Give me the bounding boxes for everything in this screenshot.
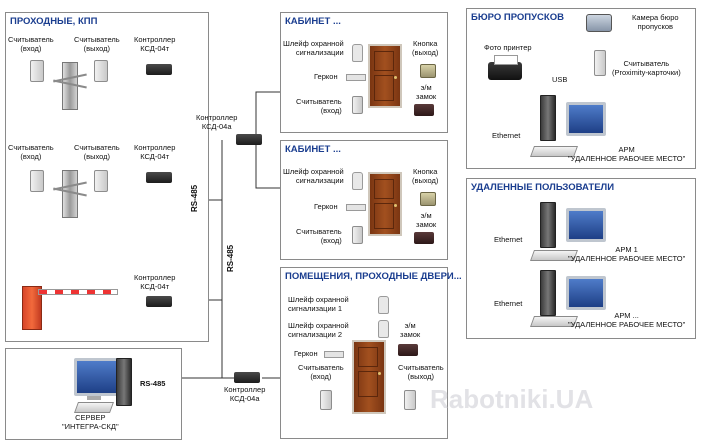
cab2-gerkon-label: Геркон xyxy=(314,202,338,211)
ctrl-a-top xyxy=(236,134,262,145)
cab1-gerkon-label: Геркон xyxy=(314,72,338,81)
rooms-shleif1-label: Шлейф охранной сигнализации 1 xyxy=(288,295,349,313)
cab2-gerkon-icon xyxy=(346,204,366,211)
bureau-monitor-icon xyxy=(566,102,606,136)
rooms-lock-label: э/м замок xyxy=(400,321,421,339)
panel-kpp-title: ПРОХОДНЫЕ, КПП xyxy=(10,16,98,27)
cab2-shleif-label: Шлейф охранной сигнализации xyxy=(283,167,344,185)
kpp2-reader-in xyxy=(30,170,44,192)
remote2-pc-tower-icon xyxy=(540,270,556,316)
kpp1-reader-out xyxy=(94,60,108,82)
trunk-rs485-label: RS-485 xyxy=(226,244,235,272)
server-monitor-stand xyxy=(87,396,101,400)
remote-arm1-label: АРМ 1 "УДАЛЕННОЕ РАБОЧЕЕ МЕСТО" xyxy=(568,245,686,263)
kpp2-turnstile-icon xyxy=(62,170,78,218)
cab1-reader-label: Считыватель (вход) xyxy=(296,97,342,115)
rooms-reader-in-label: Считыватель (вход) xyxy=(298,363,344,381)
rooms-shleif2-label: Шлейф охранной сигнализации 2 xyxy=(288,321,349,339)
cab1-shleif-label: Шлейф охранной сигнализации xyxy=(283,39,344,57)
panel-cabinet-1-title: КАБИНЕТ ... xyxy=(285,16,341,27)
bureau-camera-label: Камера бюро пропусков xyxy=(632,13,679,31)
rooms-reader-out xyxy=(404,390,416,410)
cab1-lock-label: э/м замок xyxy=(416,83,437,101)
kpp1-reader-out-label: Считыватель (выход) xyxy=(74,35,120,53)
kpp2-controller xyxy=(146,172,172,183)
server-caption: СЕРВЕР "ИНТЕГРА-СКД" xyxy=(62,413,119,431)
barrier-post-icon xyxy=(22,286,42,330)
panel-bureau-title: БЮРО ПРОПУСКОВ xyxy=(471,12,564,23)
cab2-exit-button-icon xyxy=(420,192,436,206)
kpp-rs485-label: RS-485 xyxy=(190,184,199,212)
panel-remote: УДАЛЕННЫЕ ПОЛЬЗОВАТЕЛИ xyxy=(466,178,696,339)
rooms-reader-in xyxy=(320,390,332,410)
cab1-exit-button-icon xyxy=(420,64,436,78)
kpp1-reader-in xyxy=(30,60,44,82)
cab1-reader xyxy=(352,96,363,114)
bureau-printer-icon xyxy=(488,55,522,80)
cab1-lock-icon xyxy=(414,104,434,116)
cab2-lock-label: э/м замок xyxy=(416,211,437,229)
cab2-reader-label: Считыватель (вход) xyxy=(296,227,342,245)
kpp2-reader-in-label: Считыватель (вход) xyxy=(8,143,54,161)
remote1-pc-tower-icon xyxy=(540,202,556,248)
rooms-gerkon-icon xyxy=(324,351,344,358)
bureau-pc-tower-icon xyxy=(540,95,556,141)
kpp3-controller xyxy=(146,296,172,307)
rooms-lock-icon xyxy=(398,344,418,356)
panel-rooms-title: ПОМЕЩЕНИЯ, ПРОХОДНЫЕ ДВЕРИ... xyxy=(285,271,462,282)
bureau-arm-label: АРМ "УДАЛЕННОЕ РАБОЧЕЕ МЕСТО" xyxy=(568,145,686,163)
bureau-ethernet-label: Ethernet xyxy=(492,131,521,140)
cab2-lock-icon xyxy=(414,232,434,244)
rooms-motion-sensor-1-icon xyxy=(378,296,389,314)
cab2-door-icon xyxy=(368,172,402,236)
cab2-motion-sensor-icon xyxy=(352,172,363,190)
ctrl-a-bottom-label: Контроллер КСД-04а xyxy=(224,385,266,403)
kpp1-reader-in-label: Считыватель (вход) xyxy=(8,35,54,53)
remote-arm2-label: АРМ ... "УДАЛЕННОЕ РАБОЧЕЕ МЕСТО" xyxy=(568,311,686,329)
kpp1-turnstile-icon xyxy=(62,62,78,110)
barrier-arm-icon xyxy=(38,289,118,295)
ctrl-a-bottom xyxy=(234,372,260,383)
remote-ethernet2-label: Ethernet xyxy=(494,299,523,308)
panel-cabinet-2-title: КАБИНЕТ ... xyxy=(285,144,341,155)
panel-remote-title: УДАЛЕННЫЕ ПОЛЬЗОВАТЕЛИ xyxy=(471,182,615,193)
bureau-usb-label: USB xyxy=(552,75,568,84)
server-tower-icon xyxy=(116,358,132,406)
rooms-motion-sensor-2-icon xyxy=(378,320,389,338)
bureau-reader xyxy=(594,50,606,76)
server-monitor-icon xyxy=(74,358,120,396)
cab1-door-icon xyxy=(368,44,402,108)
cab1-button-label: Кнопка (выход) xyxy=(412,39,439,57)
bureau-camera-icon xyxy=(586,14,612,32)
cab2-button-label: Кнопка (выход) xyxy=(412,167,439,185)
bureau-reader-label: Считыватель (Proximity-карточки) xyxy=(612,59,681,77)
rooms-door-icon xyxy=(352,340,386,414)
remote-ethernet1-label: Ethernet xyxy=(494,235,523,244)
rooms-reader-out-label: Считыватель (выход) xyxy=(398,363,444,381)
remote1-monitor-icon xyxy=(566,208,606,242)
kpp1-controller xyxy=(146,64,172,75)
kpp2-controller-label: Контроллер КСД-04т xyxy=(134,143,176,161)
ctrl-a-top-label: Контроллер КСД-04а xyxy=(196,113,238,131)
watermark-text: Rabotniki.UA xyxy=(430,384,594,414)
rooms-gerkon-label: Геркон xyxy=(294,349,318,358)
cab1-motion-sensor-icon xyxy=(352,44,363,62)
kpp3-controller-label: Контроллер КСД-04т xyxy=(134,273,176,291)
kpp2-reader-out xyxy=(94,170,108,192)
bureau-printer-label: Фото принтер xyxy=(484,43,532,52)
cab1-gerkon-icon xyxy=(346,74,366,81)
kpp2-reader-out-label: Считыватель (выход) xyxy=(74,143,120,161)
panel-bureau: БЮРО ПРОПУСКОВ xyxy=(466,8,696,169)
kpp1-controller-label: Контроллер КСД-04т xyxy=(134,35,176,53)
server-keyboard-icon xyxy=(73,402,115,413)
remote2-monitor-icon xyxy=(566,276,606,310)
server-rs485-label: RS-485 xyxy=(140,379,166,388)
cab2-reader xyxy=(352,226,363,244)
